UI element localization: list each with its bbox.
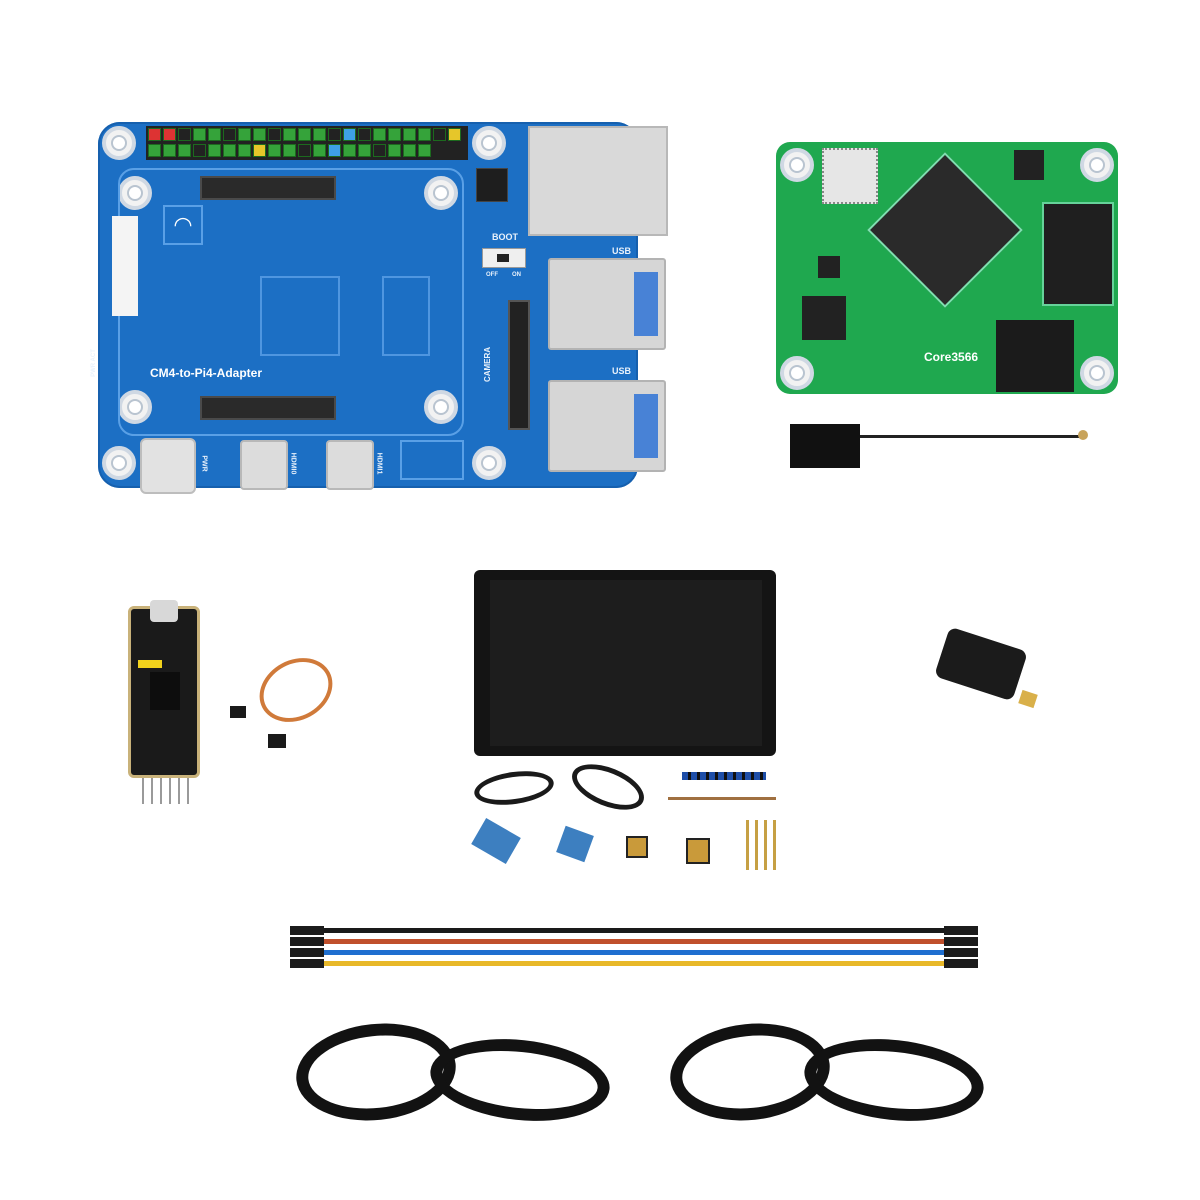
micro-hdmi1-port bbox=[326, 440, 374, 490]
jumper-header bbox=[476, 168, 508, 202]
board-to-board-connector bbox=[200, 396, 336, 420]
ram-chip bbox=[1042, 202, 1114, 306]
jumper-wire-orange bbox=[296, 939, 976, 944]
fan-header bbox=[400, 440, 464, 480]
dupont-end bbox=[290, 937, 324, 946]
coiled-usb-cable bbox=[800, 1030, 988, 1130]
dupont-connector bbox=[230, 706, 246, 718]
fpc-antenna bbox=[790, 424, 860, 468]
jumper-wire-blue bbox=[296, 950, 976, 955]
wifi-module bbox=[822, 148, 878, 204]
antenna-cable bbox=[860, 435, 1084, 438]
usb-c-port bbox=[150, 600, 178, 622]
coiled-usb-cable bbox=[426, 1030, 614, 1130]
mounting-hole bbox=[1080, 148, 1114, 182]
camera-connector bbox=[508, 300, 530, 430]
board-to-board-connector bbox=[200, 176, 336, 200]
boot-label: BOOT bbox=[492, 232, 518, 242]
dupont-end bbox=[944, 959, 978, 968]
ic-chip bbox=[1014, 150, 1044, 180]
fpc-cable bbox=[668, 797, 776, 800]
mounting-hole bbox=[102, 446, 136, 480]
mounting-hole bbox=[118, 390, 152, 424]
dupont-end bbox=[944, 937, 978, 946]
ethernet-port bbox=[528, 126, 668, 236]
mounting-hole bbox=[780, 148, 814, 182]
hdmi-adapter-board bbox=[471, 818, 521, 864]
module-name-label: Core3566 bbox=[924, 350, 979, 364]
dupont-end bbox=[290, 948, 324, 957]
usb-label: USB bbox=[612, 246, 632, 256]
dupont-end bbox=[944, 926, 978, 935]
pwr-label: PWR bbox=[200, 455, 208, 472]
hdmi1-label: HDMI1 bbox=[375, 452, 383, 475]
hdmi0-label: HDMI0 bbox=[289, 452, 297, 475]
dupont-connector bbox=[268, 734, 286, 748]
mounting-hole bbox=[1080, 356, 1114, 390]
wifi-icon: ◠ bbox=[163, 205, 203, 245]
board-name-label: CM4-to-Pi4-Adapter bbox=[150, 366, 263, 380]
uart-header-pins bbox=[142, 778, 192, 804]
mounting-hole bbox=[472, 126, 506, 160]
lcd-screen bbox=[490, 580, 762, 746]
usb-cable bbox=[565, 755, 651, 819]
hdmi-adapter-board bbox=[556, 825, 594, 863]
pin-header bbox=[682, 772, 766, 780]
micro-hdmi0-port bbox=[240, 440, 288, 490]
uart-chip bbox=[150, 672, 180, 710]
micro-hdmi-to-hdmi-adapter bbox=[933, 626, 1029, 702]
ram-outline bbox=[382, 276, 430, 356]
off-label: OFF bbox=[486, 272, 498, 278]
mounting-hole bbox=[472, 446, 506, 480]
mounting-hole bbox=[102, 126, 136, 160]
jumper-wire-bundle bbox=[248, 645, 344, 735]
jumper-wire-yellow bbox=[296, 961, 976, 966]
dupont-end bbox=[290, 926, 324, 935]
soc-outline bbox=[260, 276, 340, 356]
jumper-wire-black bbox=[296, 928, 976, 933]
camera-label: CAMERA bbox=[483, 346, 493, 383]
hdmi-connector bbox=[626, 836, 648, 858]
ic-chip bbox=[818, 256, 840, 278]
usb3-port bbox=[548, 380, 666, 472]
antenna-tab bbox=[112, 216, 138, 316]
usb3-port bbox=[548, 258, 666, 350]
mounting-hole bbox=[780, 356, 814, 390]
usb-cable bbox=[472, 766, 556, 810]
on-label: ON bbox=[512, 272, 521, 278]
mounting-hole bbox=[424, 390, 458, 424]
usb-label: USB bbox=[612, 366, 632, 376]
emmc-chip bbox=[996, 320, 1074, 392]
hdmi-connector bbox=[686, 838, 710, 864]
ufl-connector bbox=[1078, 430, 1088, 440]
led-label: PWR ACT bbox=[90, 349, 97, 377]
uart-label-sticker bbox=[138, 660, 162, 668]
pmic-chip bbox=[802, 296, 846, 340]
dupont-end bbox=[290, 959, 324, 968]
copper-standoffs bbox=[746, 820, 780, 870]
usb-c-power-port bbox=[140, 438, 196, 494]
gpio-header bbox=[146, 126, 468, 160]
dupont-end bbox=[944, 948, 978, 957]
boot-switch bbox=[482, 248, 526, 268]
micro-hdmi-plug bbox=[1018, 689, 1038, 709]
